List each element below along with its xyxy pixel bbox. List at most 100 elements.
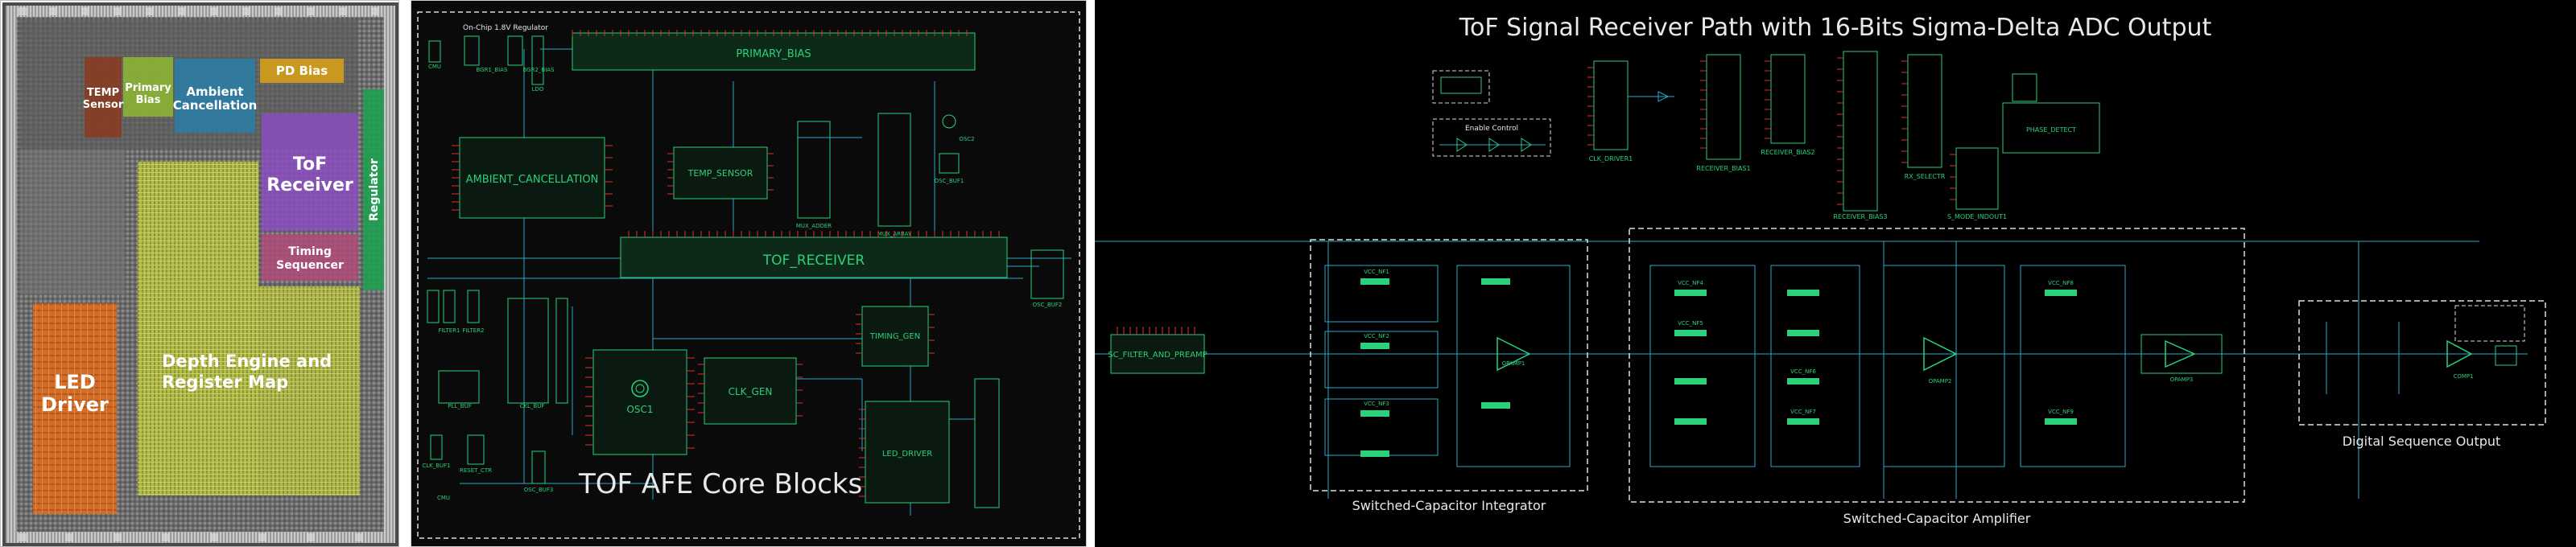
fp-block-tof-receiver: TOF_RECEIVER — [620, 231, 1008, 278]
svg-text:OSC1: OSC1 — [626, 404, 653, 415]
svg-text:TEMP_SENSOR: TEMP_SENSOR — [687, 168, 753, 179]
group-digital-output: COMP1 Digital Sequence Output — [2298, 300, 2546, 449]
svg-text:S_MODE_INDOUT1: S_MODE_INDOUT1 — [1947, 213, 2007, 220]
die-block-timing-sequencer — [262, 234, 358, 281]
die-block-temp-sensor — [85, 57, 122, 138]
floorplan-diagram: PRIMARY_BIAS On-Chip 1.8V Regulator CMU … — [417, 11, 1080, 539]
svg-text:TOF_RECEIVER: TOF_RECEIVER — [762, 253, 865, 269]
fp-block-ambient-cancellation: AMBIENT_CANCELLATION — [452, 137, 613, 219]
fp-filter-blocks: FILTER1 FILTER2 PLL_BUF CKL_BUF — [427, 290, 568, 409]
fp-block-led-driver: LED_DRIVER — [859, 378, 1000, 508]
fp-block-osc: OSC1 — [585, 349, 695, 455]
svg-text:OPAMP3: OPAMP3 — [2170, 376, 2194, 383]
svg-text:RECEIVER_BIAS1: RECEIVER_BIAS1 — [1696, 165, 1750, 172]
svg-text:VCC_NF5: VCC_NF5 — [1678, 320, 1703, 327]
fp-block-timing-gen: TIMING_GEN — [856, 306, 935, 367]
svg-text:VCC_NF3: VCC_NF3 — [1364, 401, 1389, 407]
sch-top-blocks — [1593, 51, 2100, 212]
svg-text:LDO: LDO — [532, 86, 544, 93]
svg-text:FILTER1: FILTER1 — [438, 327, 460, 334]
fp-mux-blocks: MUX_ADDER MUX_ARRAY OSC2 OSC_BUF1 — [796, 113, 975, 237]
svg-text:VCC_NF7: VCC_NF7 — [1790, 409, 1816, 415]
svg-text:VCC_NF9: VCC_NF9 — [2048, 409, 2074, 415]
floorplan-border — [417, 11, 1080, 539]
svg-text:LED_DRIVER: LED_DRIVER — [882, 450, 932, 459]
fp-block-clk-gen: CLK_GEN — [698, 357, 803, 425]
svg-text:VCC_NF2: VCC_NF2 — [1364, 333, 1389, 339]
group-digital-output-label: Digital Sequence Output — [2343, 434, 2501, 449]
svg-text:PHASE_DETECT: PHASE_DETECT — [2026, 126, 2076, 134]
svg-text:VCC_NF6: VCC_NF6 — [1790, 368, 1816, 375]
svg-text:OPAMP1: OPAMP1 — [1502, 360, 1525, 367]
sch-top-left-controls: Enable Control — [1432, 70, 1551, 157]
sch-bus-wires — [1095, 241, 2479, 499]
svg-text:CKL_BUF: CKL_BUF — [520, 403, 545, 409]
group-integrator-label: Switched-Capacitor Integrator — [1352, 498, 1546, 513]
svg-text:TIMING_GEN: TIMING_GEN — [869, 332, 920, 341]
die-block-depth-engine — [138, 162, 258, 496]
sch-filter-preamp: SC_FILTER_AND_PREAMP — [1108, 327, 1208, 374]
bond-pads — [19, 7, 379, 541]
die-block-tof-receiver — [262, 113, 358, 231]
floorplan-caption: TOF AFE Core Blocks — [578, 468, 862, 500]
svg-text:VCC_NF8: VCC_NF8 — [2048, 280, 2074, 286]
svg-text:CMU: CMU — [428, 64, 441, 70]
fp-block-primary-bias: PRIMARY_BIAS — [572, 30, 976, 71]
svg-text:VCC_NF4: VCC_NF4 — [1678, 280, 1703, 286]
svg-text:On-Chip 1.8V Regulator: On-Chip 1.8V Regulator — [463, 24, 548, 32]
svg-text:PLL_BUF: PLL_BUF — [448, 403, 471, 409]
die-block-regulator — [363, 89, 384, 290]
group-amplifier-label: Switched-Capacitor Amplifier — [1843, 511, 2031, 526]
floorplan-panel: PRIMARY_BIAS On-Chip 1.8V Regulator CMU … — [411, 0, 1087, 547]
svg-text:OSC2: OSC2 — [959, 136, 974, 142]
die-block-primary-bias — [123, 57, 173, 117]
die-label-pd-bias: PD Bias — [276, 64, 328, 78]
svg-text:CLK_BUF1: CLK_BUF1 — [422, 463, 450, 469]
svg-text:CLK_DRIVER1: CLK_DRIVER1 — [1589, 155, 1633, 162]
schematic-title: ToF Signal Receiver Path with 16-Bits Si… — [1459, 14, 2212, 42]
fp-label-osc-buf2: OSC_BUF2 — [1033, 302, 1063, 308]
fp-block-temp-sensor: TEMP_SENSOR — [667, 146, 774, 199]
fp-bottom-blocks: CLK_BUF1 RESET_CTR OSC_BUF3 CMU — [422, 434, 554, 501]
svg-text:FILTER2: FILTER2 — [462, 327, 484, 334]
die-block-pd-bias — [260, 59, 344, 83]
svg-text:BGR1_BIAS: BGR1_BIAS — [476, 67, 508, 73]
schematic-panel: ToF Signal Receiver Path with 16-Bits Si… — [1095, 0, 2576, 547]
sch-top-block-labels: CLK_DRIVER1 RECEIVER_BIAS1 RECEIVER_BIAS… — [1589, 126, 2076, 220]
die-block-led-driver — [33, 303, 117, 514]
svg-text:VCC_NF1: VCC_NF1 — [1364, 269, 1389, 275]
svg-text:CLK_GEN: CLK_GEN — [729, 386, 773, 397]
sch-top-pins — [1587, 57, 1956, 205]
schematic-diagram: ToF Signal Receiver Path with 16-Bits Si… — [1095, 14, 2546, 526]
svg-text:BGR2_BIAS: BGR2_BIAS — [522, 67, 555, 73]
group-amplifier: VCC_NF4 VCC_NF5 VCC_NF6 VCC_NF7 VCC_NF8 … — [1629, 228, 2245, 526]
group-integrator: VCC_NF1 VCC_NF2 VCC_NF3 OPAMP1 Switched-… — [1310, 239, 1588, 513]
die-label-regulator: Regulator — [368, 158, 381, 221]
svg-text:OPAMP2: OPAMP2 — [1929, 378, 1952, 385]
fp-regulator-group: On-Chip 1.8V Regulator CMU BGR1_BIAS LDO… — [428, 24, 555, 93]
svg-text:RECEIVER_BIAS2: RECEIVER_BIAS2 — [1761, 149, 1814, 156]
enable-control-box — [1432, 118, 1551, 157]
svg-text:SC_FILTER_AND_PREAMP: SC_FILTER_AND_PREAMP — [1108, 351, 1207, 360]
svg-text:COMP1: COMP1 — [2453, 373, 2473, 380]
svg-text:RESET_CTR: RESET_CTR — [460, 467, 492, 474]
svg-text:AMBIENT_CANCELLATION: AMBIENT_CANCELLATION — [466, 174, 599, 186]
svg-text:MUX_ADDER: MUX_ADDER — [796, 223, 832, 229]
die-block-ambient-cancellation — [175, 59, 255, 133]
enable-control-label: Enable Control — [1465, 125, 1518, 133]
svg-text:RECEIVER_BIAS3: RECEIVER_BIAS3 — [1833, 213, 1887, 220]
svg-text:RX_SELECTR: RX_SELECTR — [1905, 173, 1946, 180]
svg-text:OSC_BUF3: OSC_BUF3 — [524, 487, 554, 493]
svg-text:CMU: CMU — [437, 495, 450, 501]
svg-text:PRIMARY_BIAS: PRIMARY_BIAS — [736, 48, 811, 60]
svg-text:OSC_BUF1: OSC_BUF1 — [935, 178, 964, 184]
